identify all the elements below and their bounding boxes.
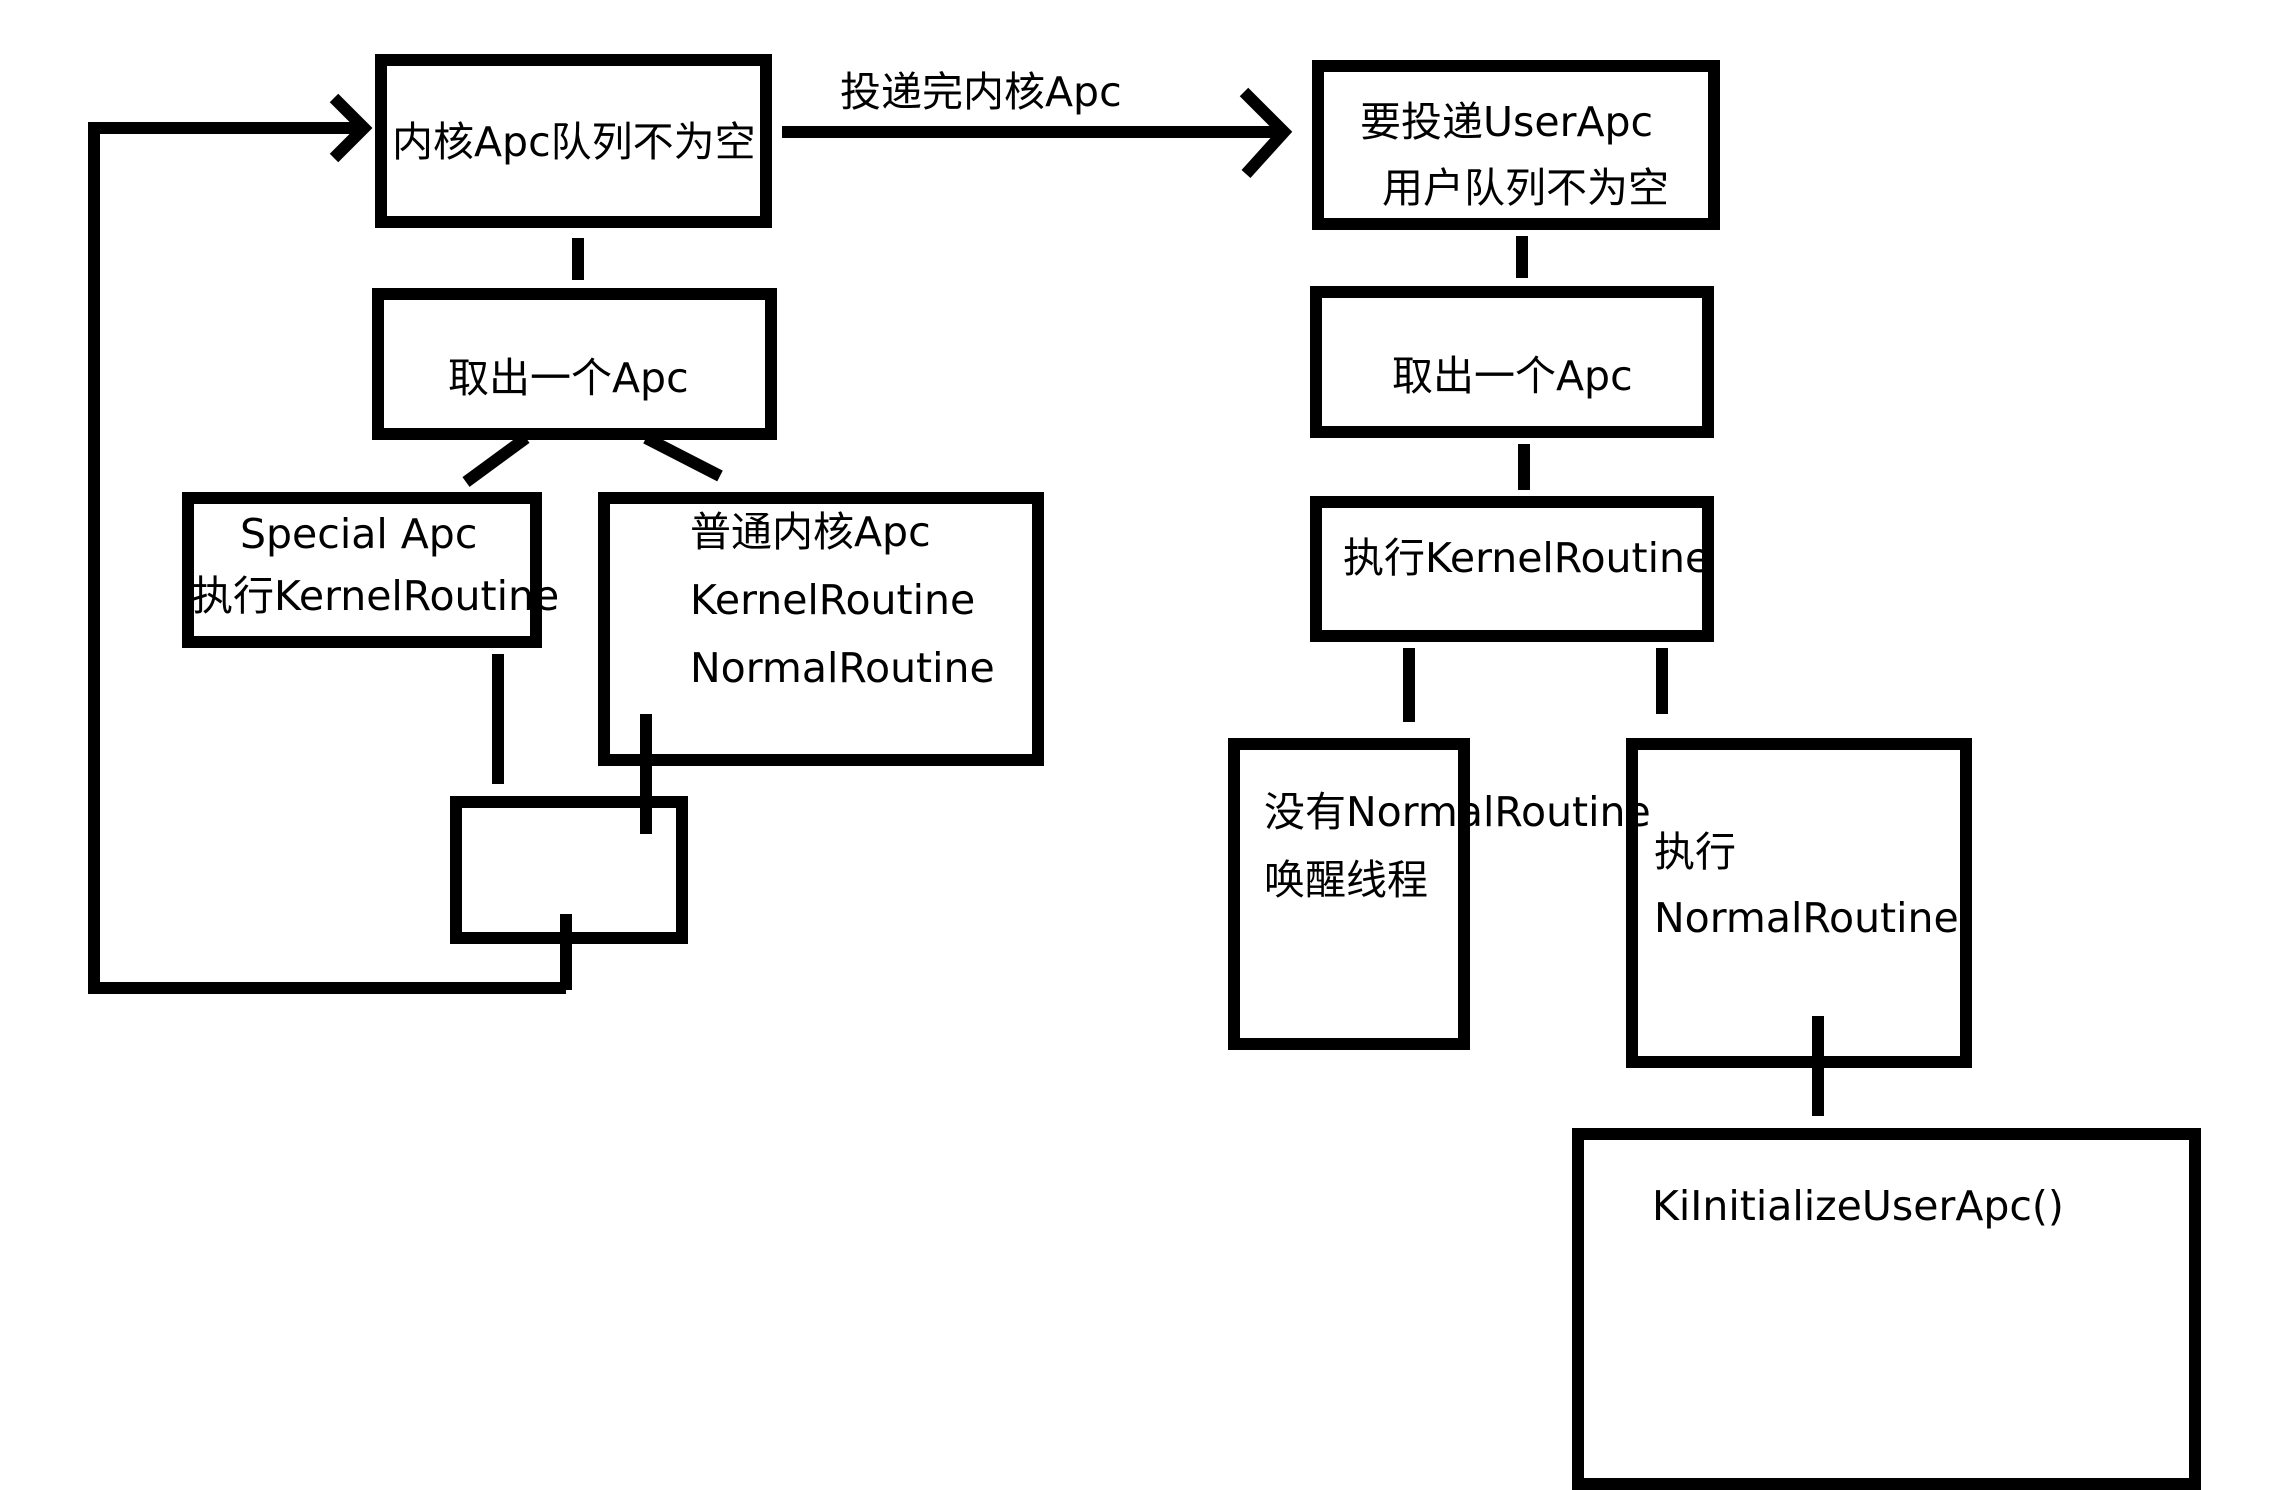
exec-kernel-routine-box — [1310, 496, 1714, 642]
ki-initialize-label: KiInitializeUserApc() — [1652, 1182, 2064, 1230]
user-apc-line2: 用户队列不为空 — [1382, 164, 1669, 212]
loop-back-line — [88, 122, 566, 994]
ki-initialize-box — [1572, 1128, 2201, 1490]
exec-normal-routine-line1: 执行 — [1654, 828, 1736, 876]
special-apc-box — [182, 492, 542, 648]
special-apc-line2: 执行KernelRoutine — [192, 572, 560, 620]
kernel-queue-label: 内核Apc队列不为空 — [392, 118, 756, 166]
connector-take-to-special — [462, 433, 530, 487]
normal-kernel-apc-box — [598, 492, 1044, 766]
right-take-apc-box — [1310, 286, 1714, 438]
edge-label: 投递完内核Apc — [840, 68, 1122, 116]
left-take-apc-label: 取出一个Apc — [448, 354, 689, 402]
kernel-queue-box — [375, 54, 772, 228]
right-take-apc-label: 取出一个Apc — [1392, 352, 1633, 400]
normal-kernel-apc-line2: KernelRoutine — [690, 576, 976, 624]
connector-take-to-normal — [643, 432, 723, 482]
normal-kernel-apc-line1: 普通内核Apc — [690, 508, 931, 556]
user-apc-line1: 要投递UserApc — [1360, 98, 1654, 146]
left-take-apc-box — [372, 288, 777, 440]
no-normal-routine-line2: 唤醒线程 — [1264, 856, 1428, 904]
special-apc-line1: Special Apc — [240, 510, 478, 558]
exec-kernel-routine-label: 执行KernelRoutine — [1343, 534, 1711, 582]
no-normal-routine-box — [1228, 738, 1470, 1050]
normal-kernel-apc-line3: NormalRoutine — [690, 644, 995, 692]
exec-normal-routine-box — [1626, 738, 1972, 1068]
exec-normal-routine-line2: NormalRoutine — [1654, 894, 1959, 942]
no-normal-routine-line1: 没有NormalRoutine — [1264, 788, 1651, 836]
user-apc-box — [1312, 60, 1720, 230]
transition-arrowhead — [1239, 87, 1293, 179]
loop-back-arrowhead — [329, 93, 373, 163]
